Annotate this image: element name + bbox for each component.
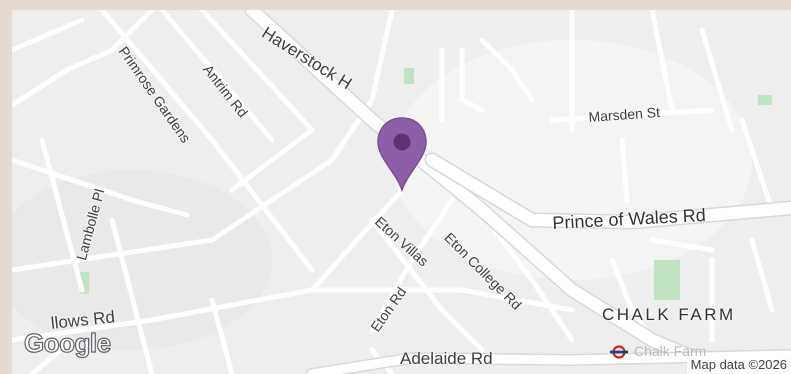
google-logo[interactable]: Google: [23, 327, 111, 358]
station-label-faded: Chalk Farm: [634, 343, 707, 359]
park-area: [80, 272, 89, 294]
district-label: CHALK FARM: [602, 305, 736, 324]
map-canvas[interactable]: [12, 10, 791, 374]
underground-station-icon: [610, 345, 628, 359]
map-attribution[interactable]: Map data ©2026: [686, 356, 791, 374]
map-frame[interactable]: Haverstock H Primrose Gardens Antrim Rd …: [12, 10, 791, 374]
road-label-adelaide-rd: Adelaide Rd: [400, 349, 493, 368]
park-area: [758, 95, 772, 105]
location-marker-icon[interactable]: [374, 116, 430, 192]
park-area: [404, 68, 414, 84]
park-area: [654, 260, 680, 300]
